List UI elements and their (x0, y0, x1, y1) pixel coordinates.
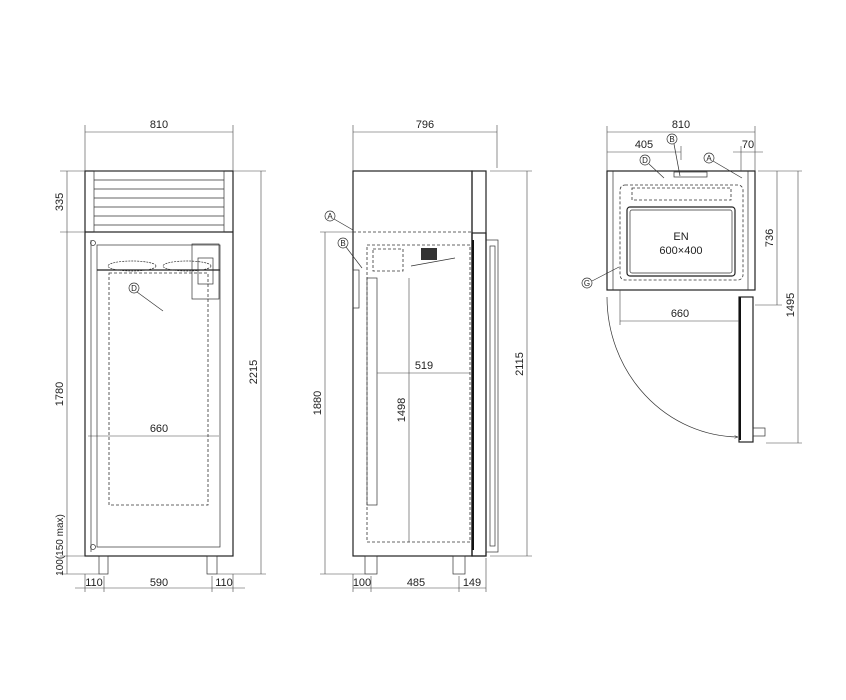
dim-inner-height: 1498 (396, 398, 408, 422)
dim-total-height: 2215 (248, 360, 260, 384)
dim-body-height: 1780 (54, 382, 66, 406)
door-handle (485, 239, 499, 553)
dim-foot-span: 590 (150, 577, 168, 589)
label-d: D (642, 156, 648, 165)
label-b: B (340, 239, 345, 248)
dim-depth: 796 (416, 119, 434, 131)
hinge-icon (90, 544, 96, 550)
label-g: G (584, 279, 590, 288)
louver-grille (93, 170, 225, 233)
dim-width: 810 (150, 119, 168, 131)
label-b: B (669, 135, 674, 144)
dim-foot-left: 110 (85, 577, 103, 589)
foot (364, 555, 378, 575)
dim-half-width: 405 (635, 139, 653, 151)
dim-height: 2115 (514, 352, 526, 376)
foot (452, 555, 466, 575)
label-a: A (327, 212, 333, 221)
dim-inner-width: 660 (150, 423, 168, 435)
dim-foot-height: 100(150 max) (55, 514, 66, 576)
dim-offset: 70 (742, 139, 754, 151)
dim-foot-rear: 149 (463, 577, 481, 589)
front-view: D 810 660 335 1780 100(150 max) 2215 110… (54, 119, 266, 592)
tray-size: 600×400 (659, 245, 702, 257)
fan-icon (107, 260, 157, 272)
label-a: A (706, 154, 712, 163)
dim-depth: 736 (764, 229, 776, 247)
control-panel (191, 243, 220, 300)
door-open (738, 296, 754, 443)
label-d: D (131, 284, 137, 293)
dim-inner-width: 660 (671, 308, 689, 320)
side-view: A B 796 2115 1880 519 1498 100 485 149 (312, 119, 532, 592)
dim-width: 810 (672, 119, 690, 131)
fan-icon (162, 260, 212, 272)
top-view: EN 600×400 B D A G 810 405 70 660 736 14… (581, 119, 802, 444)
dim-depth-open: 1495 (785, 293, 797, 317)
glass-door (96, 244, 221, 548)
dim-height-to-top: 1880 (312, 391, 324, 415)
door-swing-arc (606, 296, 738, 437)
dim-top-height: 335 (54, 193, 66, 211)
dim-foot-span: 485 (407, 577, 425, 589)
tray-standard: EN (673, 231, 688, 243)
cabinet-front-outline (84, 170, 234, 557)
cabinet-top-outline (606, 170, 756, 291)
dim-foot-front: 100 (353, 577, 371, 589)
dim-inner-depth: 519 (415, 360, 433, 372)
tray-outline (626, 206, 736, 277)
hinge-icon (90, 240, 96, 246)
door-edge (471, 232, 487, 557)
foot (206, 555, 218, 575)
foot (98, 555, 109, 575)
dim-foot-right: 110 (215, 577, 233, 589)
cabinet-side-outline (352, 170, 473, 557)
evaporator-fan (421, 248, 437, 260)
